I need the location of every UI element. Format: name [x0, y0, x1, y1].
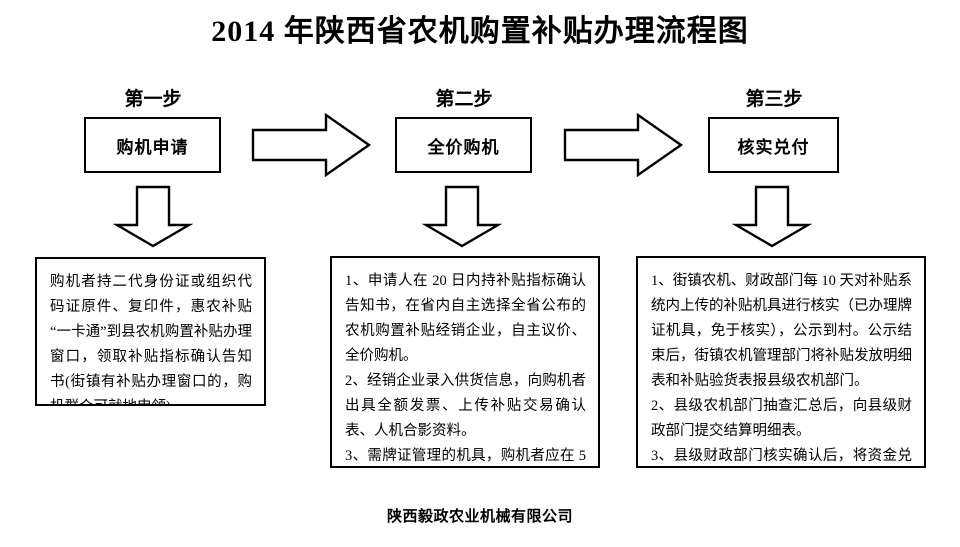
arrow-down-step3	[731, 185, 813, 254]
arrow-right-step2-to-step3	[562, 112, 684, 183]
detail-line: 2、经销企业录入供货信息，向购机者出具全额发票、上传补贴交易确认表、人机合影资料…	[345, 372, 586, 439]
detail-box-step1: 购机者持二代身份证或组织代码证原件、复印件，惠农补贴“一卡通”到县农机购置补贴办…	[35, 257, 266, 406]
arrow-down-icon	[421, 185, 503, 248]
step-label-1: 第一步	[124, 89, 182, 110]
step-label-2: 第二步	[435, 89, 493, 110]
step-label-3: 第三步	[745, 89, 803, 110]
arrow-down-step1	[112, 185, 194, 254]
arrow-down-icon	[112, 185, 194, 248]
stage-box-verify-payment: 核实兑付	[708, 117, 839, 173]
arrow-down-icon	[731, 185, 813, 248]
detail-line: 3、县级财政部门核实确认后，将资金兑付到购机者惠农补贴“一卡通”账户。	[651, 447, 912, 464]
arrow-right-step1-to-step2	[250, 112, 372, 183]
detail-box-step3: 1、街镇农机、财政部门每 10 天对补贴系统内上传的补贴机具进行核实（已办理牌证…	[636, 256, 926, 468]
arrow-down-step2	[421, 185, 503, 254]
detail-line: 1、街镇农机、财政部门每 10 天对补贴系统内上传的补贴机具进行核实（已办理牌证…	[651, 273, 912, 389]
arrow-right-icon	[251, 112, 372, 178]
detail-line: 3、需牌证管理的机具，购机者应在 5 个工作日内到县农机监理部门免费挂牌。	[345, 447, 586, 464]
detail-line: 1、申请人在 20 日内持补贴指标确认告知书，在省内自主选择全省公布的农机购置补…	[345, 273, 586, 364]
stage-box-purchase-application: 购机申请	[84, 117, 221, 173]
detail-line: 2、县级农机部门抽查汇总后，向县级财政部门提交结算明细表。	[651, 397, 912, 439]
detail-line: 购机者持二代身份证或组织代码证原件、复印件，惠农补贴“一卡通”到县农机购置补贴办…	[50, 274, 252, 404]
stage-box-full-price-purchase: 全价购机	[395, 117, 532, 173]
footer-company-name: 陕西毅政农业机械有限公司	[386, 508, 573, 525]
arrow-right-icon	[563, 112, 684, 178]
page-title: 2014 年陕西省农机购置补贴办理流程图	[211, 15, 749, 48]
detail-box-step2: 1、申请人在 20 日内持补贴指标确认告知书，在省内自主选择全省公布的农机购置补…	[330, 256, 600, 468]
